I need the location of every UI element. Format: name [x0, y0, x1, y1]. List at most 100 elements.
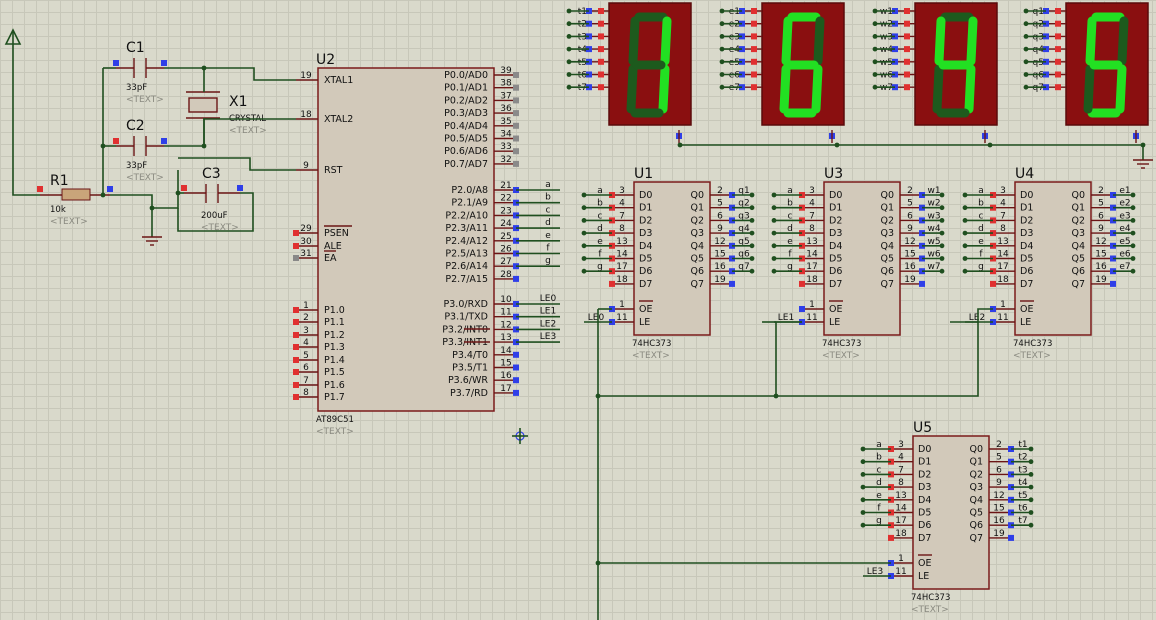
pin-marker[interactable] [513, 110, 519, 117]
pin-marker[interactable] [751, 20, 757, 27]
pin-marker[interactable] [751, 46, 757, 53]
pin-marker[interactable] [919, 280, 925, 287]
pin-marker[interactable] [751, 71, 757, 78]
pin-marker[interactable] [904, 8, 910, 14]
pin-marker[interactable] [904, 46, 910, 53]
pin-marker[interactable] [513, 389, 519, 396]
pin-marker[interactable] [107, 186, 113, 192]
pin-marker[interactable] [799, 306, 805, 312]
pin-marker[interactable] [513, 72, 519, 78]
latch-q-name: Q1 [690, 203, 704, 214]
pin-marker[interactable] [161, 60, 167, 66]
segment-e [626, 64, 638, 114]
pin-marker[interactable] [598, 20, 604, 27]
u2-pin-number: 11 [500, 308, 511, 318]
pin-marker[interactable] [181, 185, 187, 191]
pin-marker[interactable] [751, 33, 757, 40]
pin-marker[interactable] [751, 8, 757, 14]
pin-marker[interactable] [513, 160, 519, 167]
net-label: g [545, 256, 551, 266]
pin-marker[interactable] [1055, 33, 1061, 40]
crystal-x1[interactable] [188, 97, 218, 113]
pin-marker[interactable] [598, 33, 604, 40]
pin-marker[interactable] [598, 8, 604, 14]
pin-marker[interactable] [293, 394, 299, 400]
u2-body[interactable] [317, 67, 495, 412]
pin-marker[interactable] [293, 369, 299, 375]
pin-marker[interactable] [293, 255, 299, 261]
pin-marker[interactable] [513, 84, 519, 91]
pin-marker[interactable] [161, 138, 167, 144]
pin-marker[interactable] [1008, 534, 1014, 541]
latch-in-net: f [598, 250, 602, 260]
u2-pin-name: P3.5/T1 [452, 363, 488, 374]
pin-marker[interactable] [293, 357, 299, 363]
latch-out-net: w1 [927, 186, 940, 196]
pin-marker[interactable] [513, 364, 519, 371]
pin-marker[interactable] [293, 344, 299, 350]
pin-marker[interactable] [1055, 46, 1061, 53]
latch-in-net: c [598, 211, 603, 221]
pin-marker[interactable] [513, 275, 519, 282]
pin-marker[interactable] [751, 84, 757, 91]
c2-value: 33pF [126, 161, 147, 171]
latch-body[interactable] [823, 181, 901, 336]
pin-marker[interactable] [293, 332, 299, 338]
u2-pin-number: 35 [500, 117, 511, 127]
junction-dot [749, 192, 755, 198]
latch-q-name: Q1 [969, 457, 983, 468]
pin-marker[interactable] [904, 58, 910, 65]
pin-marker[interactable] [598, 46, 604, 53]
pin-marker[interactable] [990, 280, 996, 287]
latch-q-name: Q2 [1071, 215, 1085, 226]
pin-marker[interactable] [513, 135, 519, 142]
display-in-net: t6 [578, 71, 588, 81]
pin-marker[interactable] [751, 58, 757, 65]
pin-marker[interactable] [1055, 58, 1061, 65]
pin-marker[interactable] [1055, 20, 1061, 27]
u2-pin-name: XTAL1 [324, 75, 353, 86]
pin-marker[interactable] [904, 71, 910, 78]
pin-marker[interactable] [729, 280, 735, 287]
pin-marker[interactable] [293, 382, 299, 388]
pin-marker[interactable] [293, 230, 299, 236]
resistor-r1[interactable] [61, 188, 91, 201]
u2-pin-name: P0.2/AD2 [444, 95, 488, 106]
pin-marker[interactable] [904, 20, 910, 27]
pin-marker[interactable] [598, 71, 604, 78]
pin-marker[interactable] [293, 319, 299, 325]
pin-marker[interactable] [799, 280, 805, 287]
pin-marker[interactable] [113, 60, 119, 66]
pin-marker[interactable] [513, 351, 519, 358]
pin-marker[interactable] [609, 280, 615, 287]
latch-in-pin: 13 [616, 237, 627, 247]
pin-marker[interactable] [888, 534, 894, 541]
junction-dot [595, 560, 601, 566]
pin-marker[interactable] [293, 307, 299, 313]
pin-marker[interactable] [513, 377, 519, 384]
pin-marker[interactable] [1055, 8, 1061, 14]
pin-marker[interactable] [37, 186, 43, 192]
pin-marker[interactable] [513, 122, 519, 129]
latch-d-name: D5 [639, 254, 652, 265]
latch-in-net: e [597, 237, 603, 247]
pin-marker[interactable] [513, 148, 519, 155]
pin-marker[interactable] [904, 84, 910, 91]
latch-out-pin: 19 [714, 275, 726, 285]
pin-marker[interactable] [1110, 280, 1116, 287]
u2-pin-number: 27 [500, 257, 511, 267]
pin-marker[interactable] [904, 33, 910, 40]
latch-q-name: Q6 [1071, 266, 1085, 277]
pin-marker[interactable] [237, 185, 243, 191]
pin-marker[interactable] [513, 97, 519, 104]
pin-marker[interactable] [113, 138, 119, 144]
u2-pin-number: 9 [303, 161, 309, 171]
pin-marker[interactable] [1055, 84, 1061, 91]
pin-marker[interactable] [598, 84, 604, 91]
pin-marker[interactable] [598, 58, 604, 65]
pin-marker[interactable] [1055, 71, 1061, 78]
latch-body[interactable] [633, 181, 711, 336]
pin-marker[interactable] [293, 243, 299, 249]
latch-out-net: w4 [927, 224, 940, 234]
